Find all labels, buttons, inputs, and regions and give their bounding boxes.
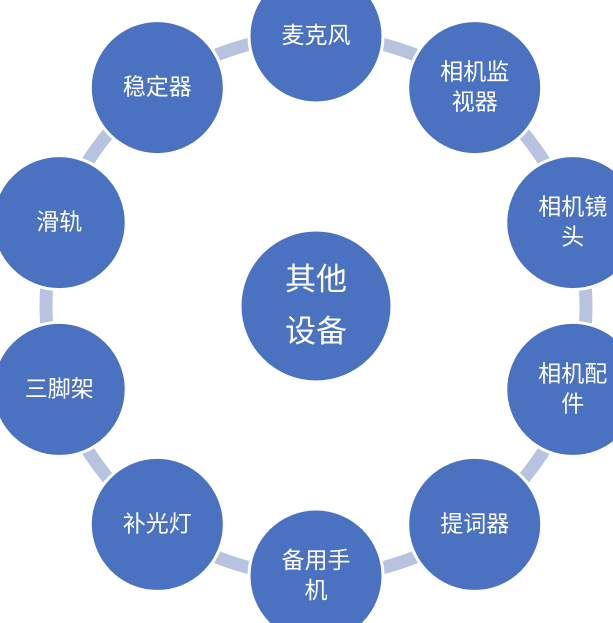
label-line: 滑轨 — [36, 210, 82, 236]
label-line: 三脚架 — [25, 376, 94, 402]
node-camera-monitor: 相机监视器 — [406, 19, 544, 157]
node-mic: 麦克风 — [247, 0, 385, 105]
node-circle — [247, 0, 385, 105]
node-fill-light: 补光灯 — [88, 455, 226, 593]
node-camera-lens: 相机镜头 — [504, 154, 613, 292]
node-label: 提词器 — [440, 511, 509, 537]
node-teleprompter: 提词器 — [406, 455, 544, 593]
node-label: 滑轨 — [36, 210, 82, 236]
node-circle — [88, 455, 226, 593]
center-label: 其他设备 — [285, 262, 347, 350]
node-camera-accessories: 相机配件 — [504, 320, 613, 458]
node-label: 相机配件 — [538, 361, 607, 417]
node-circle — [88, 19, 226, 157]
label-line: 其他 — [285, 262, 347, 298]
label-line: 件 — [561, 391, 584, 417]
node-slider: 滑轨 — [0, 154, 128, 292]
label-line: 补光灯 — [123, 511, 192, 537]
label-line: 备用手 — [282, 548, 351, 574]
node-label: 相机镜头 — [538, 195, 607, 251]
node-stabilizer: 稳定器 — [88, 19, 226, 157]
node-label: 稳定器 — [123, 75, 192, 101]
label-line: 机 — [305, 578, 328, 604]
label-line: 相机监 — [440, 60, 509, 86]
node-circle — [504, 320, 613, 458]
node-label: 三脚架 — [25, 376, 94, 402]
node-backup-phone: 备用手机 — [247, 507, 385, 623]
center-circle — [238, 228, 394, 384]
node-label: 相机监视器 — [440, 60, 509, 116]
node-circle — [406, 19, 544, 157]
node-label: 备用手机 — [282, 548, 351, 604]
label-line: 稳定器 — [123, 75, 192, 101]
label-line: 头 — [561, 225, 584, 251]
node-circle — [0, 320, 128, 458]
label-line: 相机配 — [538, 361, 607, 387]
node-label: 补光灯 — [123, 511, 192, 537]
node-label: 麦克风 — [282, 23, 351, 49]
label-line: 提词器 — [440, 511, 509, 537]
node-tripod: 三脚架 — [0, 320, 128, 458]
label-line: 视器 — [452, 90, 498, 116]
label-line: 设备 — [285, 314, 347, 350]
node-circle — [247, 507, 385, 623]
label-line: 麦克风 — [282, 23, 351, 49]
center-node: 其他设备 — [238, 228, 394, 384]
node-circle — [406, 455, 544, 593]
node-circle — [504, 154, 613, 292]
label-line: 相机镜 — [538, 195, 607, 221]
node-circle — [0, 154, 128, 292]
